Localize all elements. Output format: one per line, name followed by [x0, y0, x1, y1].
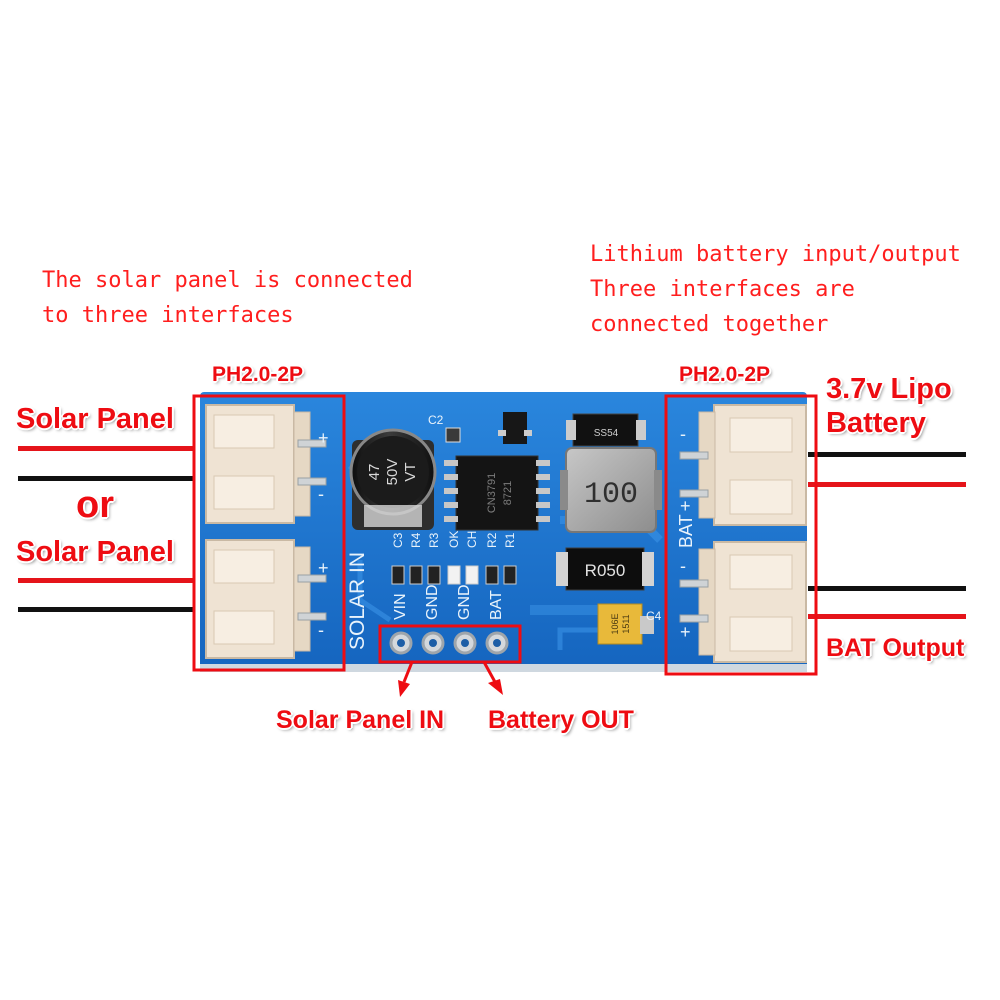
lipo-battery-line-1: 3.7v Lipo [826, 373, 952, 405]
resistor-marking: R050 [585, 561, 626, 580]
battery-note-line-3: connected together [590, 312, 829, 337]
solar-note: The solar panel is connected to three in… [42, 263, 413, 333]
silk-pin-gnd-2: GND [456, 584, 473, 620]
battery-out-label: Battery OUT [488, 706, 634, 734]
silk-r2: R2 [485, 532, 499, 548]
silk-plus-left-top: + [318, 428, 329, 448]
solar-panel-label-bottom: Solar Panel [16, 536, 174, 568]
solar-wire-black-top [18, 476, 193, 481]
battery-wire-red-top [808, 482, 966, 487]
silk-solar-in: SOLAR IN [346, 552, 369, 650]
solar-wire-red-top [18, 446, 193, 451]
silk-ch: CH [465, 531, 479, 548]
or-label: or [76, 484, 114, 526]
silk-pin-bat: BAT [488, 590, 505, 620]
header-pads [389, 631, 509, 655]
inductor-marking: 100 [584, 478, 638, 512]
silk-minus-right-top: - [680, 424, 686, 444]
silk-pin-gnd-1: GND [424, 584, 441, 620]
solar-panel-in-label: Solar Panel IN [276, 706, 445, 734]
diode-marking: SS54 [594, 428, 619, 439]
silk-plus-right-bottom: + [680, 622, 691, 642]
output-wire-red [808, 614, 966, 619]
silk-plus-right-top: + [680, 496, 691, 516]
battery-note-line-2: Three interfaces are [590, 277, 855, 302]
left-connector-label: PH2.0-2P [212, 363, 304, 386]
battery-note: Lithium battery input/output Three inter… [590, 237, 961, 342]
silk-c2: C2 [428, 413, 444, 427]
tantalum-mark-2: 1511 [621, 614, 631, 633]
right-connector-bottom [679, 541, 807, 663]
charger-ic [444, 455, 550, 531]
solar-panel-label-top: Solar Panel [16, 403, 174, 435]
silk-r3: R3 [427, 532, 441, 548]
silk-r1: R1 [503, 532, 517, 548]
cap-mark-2: 50V [384, 459, 401, 486]
output-wire-black [808, 586, 966, 591]
solar-wire-black-bottom [18, 607, 193, 612]
silk-r4: R4 [409, 532, 423, 548]
tantalum-capacitor [597, 603, 654, 645]
silk-pin-vin: VIN [392, 593, 409, 620]
battery-note-line-1: Lithium battery input/output [590, 242, 961, 267]
solar-wire-red-bottom [18, 578, 193, 583]
silk-ok: OK [447, 531, 461, 548]
right-connectors-highlight [664, 394, 818, 676]
cap-mark-3: VT [402, 462, 419, 481]
right-connector-label: PH2.0-2P [679, 363, 771, 386]
solar-note-line-1: The solar panel is connected [42, 268, 413, 293]
power-inductor [560, 447, 662, 533]
capacitor-marking: 47 50V VT [366, 459, 419, 486]
left-connectors-highlight [192, 394, 346, 672]
ic-mark-1: CN3791 [486, 473, 498, 513]
lipo-battery-label: 3.7v Lipo Battery [826, 372, 952, 440]
smd-components [445, 412, 646, 447]
silk-c3: C3 [391, 532, 405, 548]
silk-minus-left-bottom: - [318, 620, 324, 640]
ic-marking: CN3791 8721 [486, 473, 514, 513]
small-resistors-row [391, 565, 517, 585]
silk-minus-right-bottom: - [680, 556, 686, 576]
tantalum-mark-1: 106E [610, 613, 620, 634]
left-connector-top [205, 404, 327, 524]
silk-minus-left-top: - [318, 484, 324, 504]
silk-plus-left-bottom: + [318, 558, 329, 578]
ic-mark-2: 8721 [502, 481, 514, 505]
arrow-battery-out [482, 661, 503, 695]
tantalum-marking: 106E 1511 [610, 613, 631, 634]
sense-resistor [556, 547, 654, 591]
solar-note-line-2: to three interfaces [42, 303, 294, 328]
silk-bat: BAT [676, 514, 696, 548]
electrolytic-capacitor [349, 428, 437, 530]
header-highlight [378, 624, 522, 664]
bat-output-label: BAT Output [826, 634, 965, 662]
arrow-solar-in [398, 661, 414, 697]
battery-wire-black-top [808, 452, 966, 457]
right-connector-top [679, 404, 807, 526]
lipo-battery-line-2: Battery [826, 407, 926, 439]
silk-c4: C4 [646, 609, 662, 623]
cap-mark-1: 47 [366, 464, 383, 481]
left-connector-bottom [205, 539, 327, 659]
